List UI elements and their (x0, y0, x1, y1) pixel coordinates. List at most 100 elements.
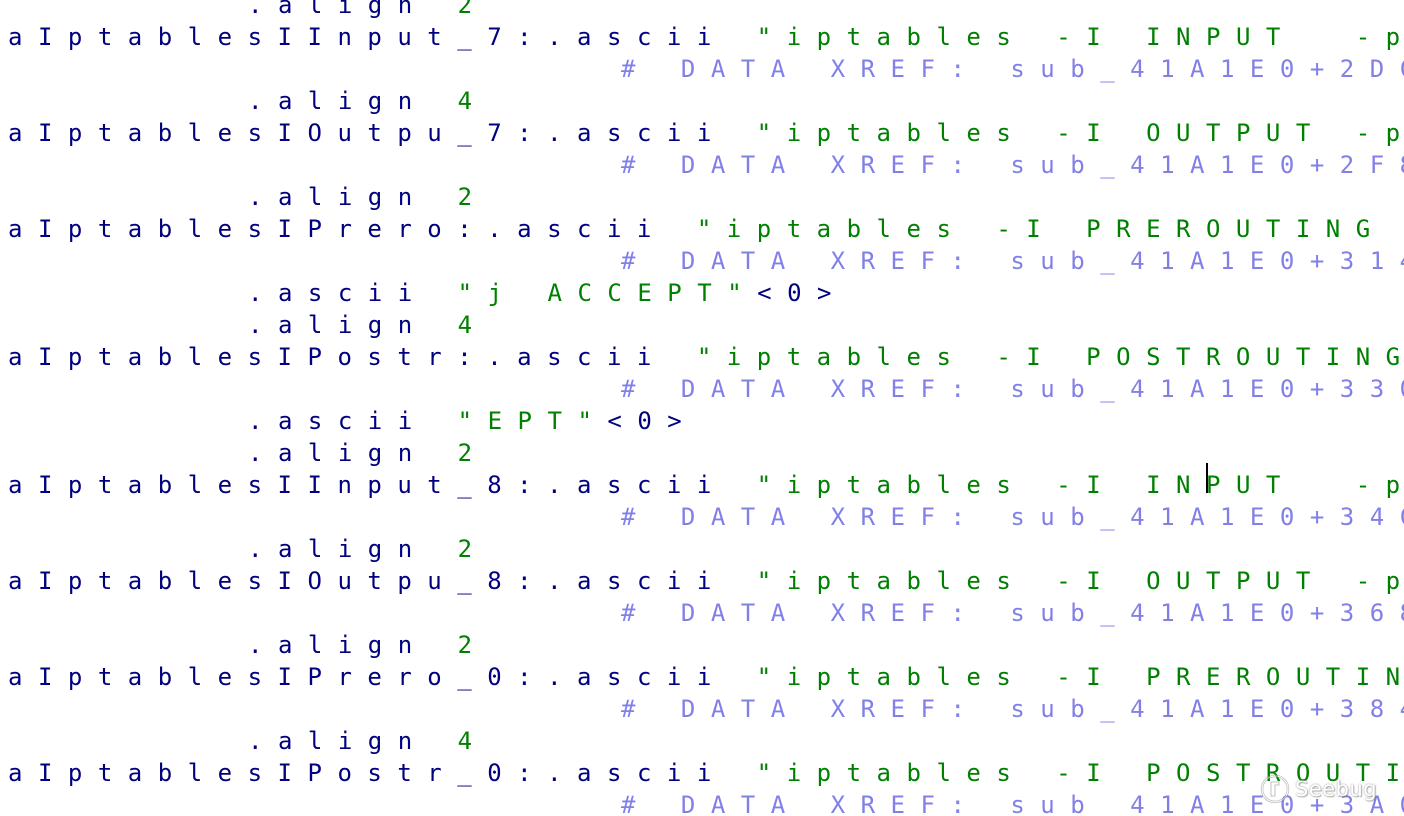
string-literal[interactable]: "iptables -I PREROUTING -t nat -p udp --… (756, 663, 1404, 691)
xref-comment[interactable]: # DATA XREF: sub_41A1E0+368↑o (621, 599, 1404, 627)
listing-line[interactable]: aIptablesIOutpu_8:.ascii "iptables -I OU… (8, 565, 1404, 597)
spacer (727, 759, 757, 787)
string-literal[interactable]: "iptables -I OUTPUT -p udp --sport %d -j… (756, 567, 1400, 595)
data-label[interactable]: aIptablesIPrero: (8, 215, 488, 243)
string-literal[interactable]: "iptables -I POSTROUTING -t nat -p udp -… (756, 759, 1404, 787)
align-value[interactable]: 2 (457, 0, 488, 19)
listing-line[interactable]: aIptablesIInput_8:.ascii "iptables -I IN… (8, 469, 1404, 501)
xref-comment[interactable]: # DATA XREF: sub_41A1E0+34C↑o (621, 503, 1404, 531)
listing-line[interactable]: # DATA XREF: sub_41A1E0+330↑o (621, 373, 1404, 405)
directive: .align (248, 631, 428, 659)
string-literal[interactable]: "j ACCEPT" (457, 279, 758, 307)
data-label[interactable]: aIptablesIOutpu_8: (8, 567, 548, 595)
spacer (727, 23, 757, 51)
spacer (428, 311, 458, 339)
align-value[interactable]: 4 (457, 727, 488, 755)
seebug-logo-icon (1260, 774, 1290, 804)
text-cursor (1206, 463, 1208, 493)
data-label[interactable]: aIptablesIInput_8: (8, 471, 548, 499)
listing-line[interactable]: # DATA XREF: sub_41A1E0+384↑o (621, 693, 1404, 725)
directive: .ascii (487, 343, 667, 371)
spacer (667, 215, 697, 243)
spacer (428, 439, 458, 467)
directive: .align (248, 87, 428, 115)
listing-line[interactable]: .align 4 (248, 85, 488, 117)
directive: .ascii (547, 567, 727, 595)
string-literal[interactable]: "iptables -I INPUT -p udp --destination-… (756, 23, 1400, 51)
listing-line[interactable]: # DATA XREF: sub_41A1E0+2DC↑o (621, 53, 1404, 85)
string-literal[interactable]: "iptables -I PREROUTING -t nat -p udp --… (696, 215, 1386, 243)
string-literal[interactable]: "iptables -I INPUT -p udp --dport %d -j … (756, 471, 1400, 499)
spacer (727, 567, 757, 595)
align-value[interactable]: 2 (457, 439, 488, 467)
listing-line[interactable]: .ascii "j ACCEPT"<0> (248, 277, 847, 309)
spacer (428, 407, 458, 435)
string-literal[interactable]: "iptables -I POSTROUTING -t nat -p udp -… (696, 343, 1404, 371)
spacer (727, 471, 757, 499)
directive: .align (248, 439, 428, 467)
listing-line[interactable]: # DATA XREF: sub_41A1E0+368↑o (621, 597, 1404, 629)
listing-line[interactable]: # DATA XREF: sub_41A1E0+314↑o (621, 245, 1404, 277)
xref-comment[interactable]: # DATA XREF: sub_41A1E0+2F8↑o (621, 151, 1404, 179)
align-value[interactable]: 2 (457, 631, 488, 659)
data-label[interactable]: aIptablesIOutpu_7: (8, 119, 548, 147)
spacer (428, 727, 458, 755)
listing-line[interactable]: .align 4 (248, 309, 488, 341)
xref-comment[interactable]: # DATA XREF: sub_41A1E0+314↑o (621, 247, 1404, 275)
string-literal[interactable]: "EPT" (457, 407, 608, 435)
xref-comment[interactable]: # DATA XREF: sub_41A1E0+384↑o (621, 695, 1404, 723)
directive: .ascii (547, 759, 727, 787)
data-label[interactable]: aIptablesIPrero_0: (8, 663, 548, 691)
null-terminator: <0> (757, 279, 848, 307)
align-value[interactable]: 2 (457, 535, 488, 563)
listing-line[interactable]: .ascii "EPT"<0> (248, 405, 697, 437)
null-terminator: <0> (607, 407, 698, 435)
listing-line[interactable]: .align 2 (248, 533, 488, 565)
listing-line[interactable]: .align 2 (248, 629, 488, 661)
directive: .ascii (248, 407, 428, 435)
directive: .align (248, 727, 428, 755)
listing-line[interactable]: .align 2 (248, 437, 488, 469)
spacer (428, 0, 458, 19)
xref-comment[interactable]: # DATA XREF: sub_41A1E0+3A0↑o (621, 791, 1404, 816)
data-label[interactable]: aIptablesIPostr_0: (8, 759, 548, 787)
listing-line[interactable]: aIptablesIPostr:.ascii "iptables -I POST… (8, 341, 1404, 373)
align-value[interactable]: 2 (457, 183, 488, 211)
listing-line[interactable]: aIptablesIPrero_0:.ascii "iptables -I PR… (8, 661, 1404, 693)
data-label[interactable]: aIptablesIPostr: (8, 343, 488, 371)
xref-comment[interactable]: # DATA XREF: sub_41A1E0+330↑o (621, 375, 1404, 403)
listing-line[interactable]: aIptablesIInput_7:.ascii "iptables -I IN… (8, 21, 1404, 53)
directive: .ascii (547, 471, 727, 499)
align-value[interactable]: 4 (457, 87, 488, 115)
string-literal[interactable]: "iptables -I OUTPUT -p udp --source-port… (756, 119, 1400, 147)
spacer (428, 279, 458, 307)
listing-line[interactable]: aIptablesIPostr_0:.ascii "iptables -I PO… (8, 757, 1404, 789)
directive: .ascii (248, 279, 428, 307)
spacer (727, 119, 757, 147)
align-value[interactable]: 4 (457, 311, 488, 339)
directive: .ascii (547, 119, 727, 147)
data-label[interactable]: aIptablesIInput_7: (8, 23, 548, 51)
directive: .ascii (547, 23, 727, 51)
directive: .ascii (487, 215, 667, 243)
watermark-text: Seebug (1295, 777, 1378, 801)
listing-line[interactable]: .align 4 (248, 725, 488, 757)
seebug-watermark: Seebug (1258, 771, 1377, 807)
listing-line[interactable]: .align 2 (248, 0, 488, 21)
listing-line[interactable]: aIptablesIPrero:.ascii "iptables -I PRER… (8, 213, 1404, 245)
spacer (428, 631, 458, 659)
directive: .align (248, 311, 428, 339)
directive: .align (248, 535, 428, 563)
directive: .align (248, 183, 428, 211)
listing-line[interactable]: # DATA XREF: sub_41A1E0+34C↑o (621, 501, 1404, 533)
listing-line[interactable]: # DATA XREF: sub_41A1E0+3A0↑o (621, 789, 1404, 816)
spacer (428, 87, 458, 115)
spacer (727, 663, 757, 691)
listing-line[interactable]: aIptablesIOutpu_7:.ascii "iptables -I OU… (8, 117, 1404, 149)
spacer (428, 183, 458, 211)
listing-line[interactable]: .align 2 (248, 181, 488, 213)
xref-comment[interactable]: # DATA XREF: sub_41A1E0+2DC↑o (621, 55, 1404, 83)
spacer (428, 535, 458, 563)
listing-line[interactable]: # DATA XREF: sub_41A1E0+2F8↑o (621, 149, 1404, 181)
